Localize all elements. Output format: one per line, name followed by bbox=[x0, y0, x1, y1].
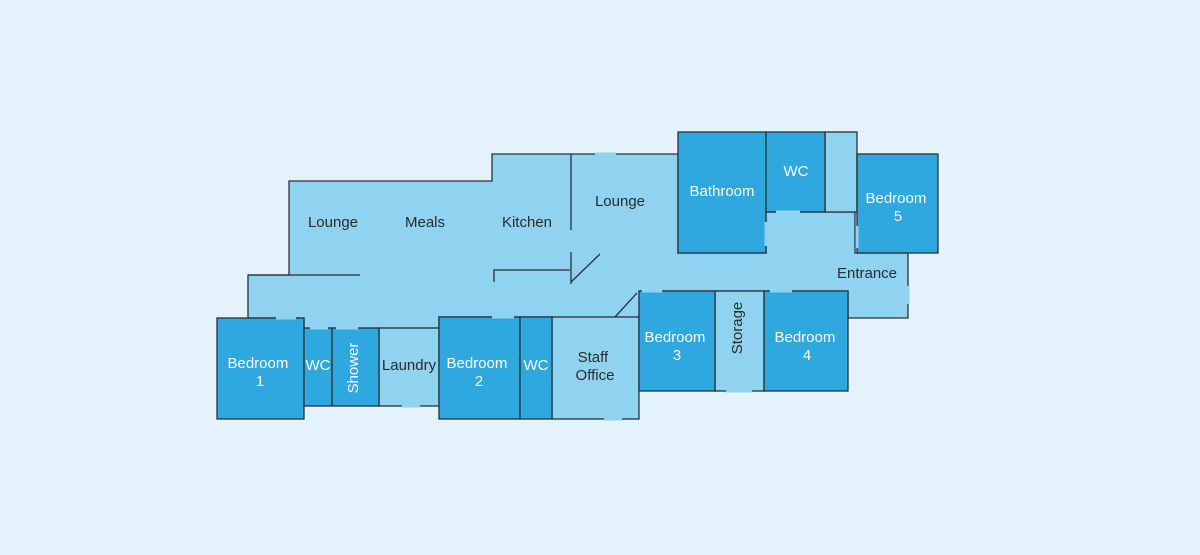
bathroom-room[interactable] bbox=[677, 131, 767, 254]
bedroom5-room[interactable] bbox=[856, 153, 939, 254]
bedroom2-room[interactable] bbox=[438, 316, 521, 420]
wc-mid-room[interactable] bbox=[519, 316, 553, 420]
door-openings bbox=[276, 152, 910, 421]
private-rooms bbox=[216, 131, 939, 420]
office-diagonal-wall bbox=[614, 292, 638, 318]
label-bedroom4-line1: Bedroom bbox=[774, 329, 835, 346]
label-bedroom2: Bedroom 2 bbox=[446, 355, 511, 390]
label-staff-office-line1: Staff bbox=[578, 349, 609, 366]
label-bedroom2-line1: Bedroom bbox=[446, 355, 507, 372]
label-staff-office: Staff Office bbox=[576, 349, 615, 384]
kitchen-bench bbox=[493, 269, 570, 282]
label-bedroom5-line1: Bedroom bbox=[865, 190, 926, 207]
private-labels: Bathroom WC Bedroom 5 Bedroom 1 WC Showe… bbox=[227, 163, 930, 394]
label-wc-west: WC bbox=[306, 357, 331, 374]
interior-walls bbox=[248, 154, 638, 318]
label-shower: Shower bbox=[345, 343, 362, 394]
label-bedroom4: Bedroom 4 bbox=[774, 329, 839, 364]
wc-north-room[interactable] bbox=[765, 131, 826, 213]
label-bedroom5: Bedroom 5 bbox=[865, 190, 930, 225]
common-labels: Lounge Meals Kitchen Lounge Entrance Lau… bbox=[308, 193, 897, 384]
label-entrance: Entrance bbox=[837, 265, 897, 282]
label-wc-mid: WC bbox=[524, 357, 549, 374]
bedroom4-room[interactable] bbox=[763, 290, 849, 392]
label-bedroom4-line2: 4 bbox=[803, 347, 811, 364]
label-bedroom3-line2: 3 bbox=[673, 347, 681, 364]
label-lounge-west: Lounge bbox=[308, 214, 358, 231]
label-bedroom1-line1: Bedroom bbox=[227, 355, 288, 372]
north-corridor bbox=[824, 131, 858, 213]
label-bathroom: Bathroom bbox=[689, 183, 754, 200]
label-lounge-east: Lounge bbox=[595, 193, 645, 210]
bedroom1-room[interactable] bbox=[216, 317, 305, 420]
common-areas bbox=[247, 131, 909, 420]
storage-area bbox=[714, 290, 765, 392]
stair-diagonal bbox=[570, 253, 601, 283]
label-meals: Meals bbox=[405, 214, 445, 231]
label-bedroom2-line2: 2 bbox=[475, 373, 483, 390]
label-kitchen: Kitchen bbox=[502, 214, 552, 231]
label-bedroom1: Bedroom 1 bbox=[227, 355, 292, 390]
label-staff-office-line2: Office bbox=[576, 367, 615, 384]
label-bedroom5-line2: 5 bbox=[894, 208, 902, 225]
label-wc-north: WC bbox=[784, 163, 809, 180]
label-bedroom1-line2: 1 bbox=[256, 373, 264, 390]
label-storage: Storage bbox=[729, 302, 746, 355]
label-laundry: Laundry bbox=[382, 357, 437, 374]
bedroom3-room[interactable] bbox=[638, 290, 716, 392]
label-bedroom3: Bedroom 3 bbox=[644, 329, 709, 364]
label-bedroom3-line1: Bedroom bbox=[644, 329, 705, 346]
